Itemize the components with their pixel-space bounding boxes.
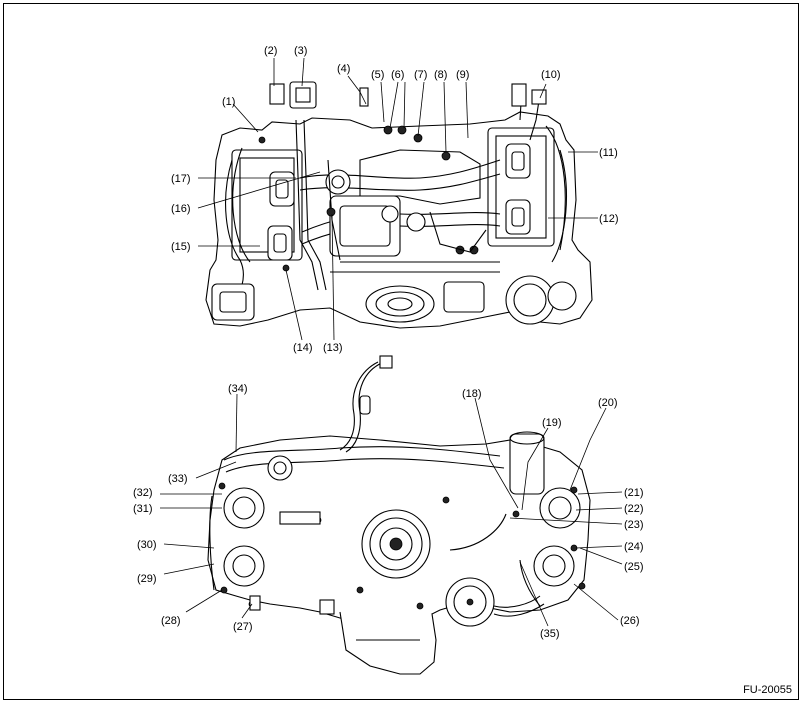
callout-14: (14) [293, 342, 313, 354]
callout-13: (13) [323, 342, 343, 354]
callout-7: (7) [414, 69, 427, 81]
callout-17: (17) [171, 173, 191, 185]
callout-31: (31) [133, 503, 153, 515]
callout-8: (8) [434, 69, 447, 81]
callout-3: (3) [294, 45, 307, 57]
callout-32: (32) [133, 487, 153, 499]
callout-6: (6) [391, 69, 404, 81]
callout-15: (15) [171, 241, 191, 253]
callout-23: (23) [624, 519, 644, 531]
callout-28: (28) [161, 615, 181, 627]
callout-22: (22) [624, 503, 644, 515]
callout-29: (29) [137, 573, 157, 585]
callout-35: (35) [540, 628, 560, 640]
callout-19: (19) [542, 417, 562, 429]
callout-16: (16) [171, 203, 191, 215]
callout-21: (21) [624, 487, 644, 499]
callout-1: (1) [222, 96, 235, 108]
diagram-frame [3, 3, 799, 700]
callout-24: (24) [624, 541, 644, 553]
callout-27: (27) [233, 621, 253, 633]
callout-5: (5) [371, 69, 384, 81]
callout-10: (10) [541, 69, 561, 81]
callout-18: (18) [462, 388, 482, 400]
engine-front-view [207, 355, 591, 675]
callout-2: (2) [264, 45, 277, 57]
callout-11: (11) [599, 147, 618, 159]
callouts-top: (1) (2) (3) (4) (5) (6) (7) (8) (9) (10)… [171, 45, 619, 354]
callout-4: (4) [337, 63, 350, 75]
callout-33: (33) [168, 473, 188, 485]
callout-25: (25) [624, 561, 644, 573]
callout-20: (20) [598, 397, 618, 409]
callout-34: (34) [228, 383, 248, 395]
callout-9: (9) [456, 69, 469, 81]
callout-12: (12) [599, 213, 619, 225]
callout-30: (30) [137, 539, 157, 551]
figure-id: FU-20055 [743, 684, 792, 696]
callout-26: (26) [620, 615, 640, 627]
callouts-bottom: (18) (19) (20) (21) (22) (23) (24) (25) … [133, 383, 644, 640]
leader-lines [160, 57, 623, 627]
engine-top-view [205, 81, 593, 329]
